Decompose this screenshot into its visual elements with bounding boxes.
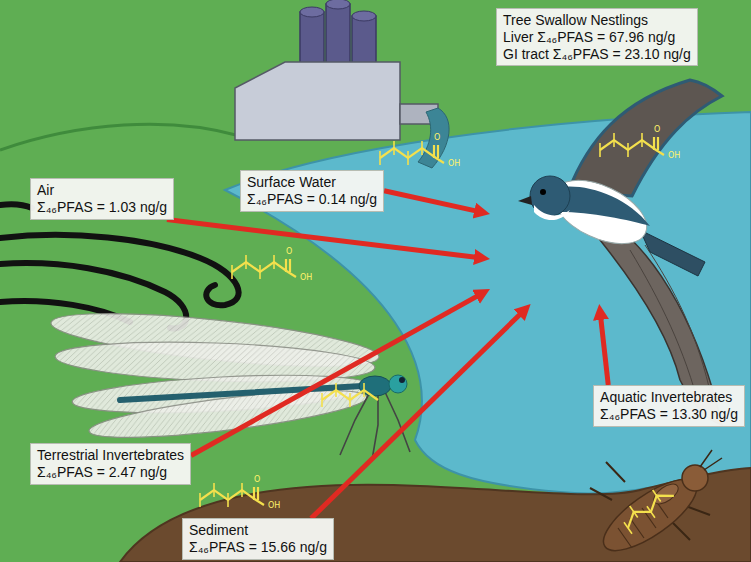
factory-building: [235, 62, 400, 140]
tank-top: [326, 0, 350, 9]
molecule-bonds: [380, 145, 444, 163]
eye: [540, 189, 546, 195]
tree-swallow: [518, 80, 722, 425]
upper-wing: [568, 80, 722, 196]
source-box: Surface WaterΣ₄₆PFAS = 0.14 ng/g: [240, 170, 384, 212]
node-value: Σ₄₆PFAS = 13.30 ng/g: [600, 406, 738, 423]
sediment-bed: [120, 468, 751, 562]
node-value: Liver Σ₄₆PFAS = 67.96 ng/g: [503, 29, 691, 46]
fluorine-ticks: [232, 255, 274, 279]
node-value: Σ₄₆PFAS = 15.66 ng/g: [189, 539, 327, 556]
chemical-label: OH: [668, 151, 680, 161]
node-title: Air: [37, 182, 167, 199]
pfas-molecule: [200, 483, 264, 507]
node-value: Σ₄₆PFAS = 0.14 ng/g: [247, 191, 377, 208]
node-title: Terrestrial Invertebrates: [37, 447, 184, 464]
label-card: Tree Swallow NestlingsLiver Σ₄₆PFAS = 67…: [496, 8, 698, 66]
node-value: Σ₄₆PFAS = 1.03 ng/g: [37, 199, 167, 216]
source-box: Terrestrial InvertebratesΣ₄₆PFAS = 2.47 …: [30, 443, 191, 485]
node-title: Surface Water: [247, 174, 377, 191]
chemical-label: O: [254, 475, 260, 485]
chemical-label: OH: [448, 159, 460, 169]
source-box: Aquatic InvertebratesΣ₄₆PFAS = 13.30 ng/…: [593, 385, 745, 427]
beak: [518, 196, 532, 205]
tail: [640, 230, 705, 276]
tank-top: [352, 11, 376, 21]
tank-top: [300, 7, 324, 17]
larva-head: [682, 465, 708, 491]
molecule-bonds: [200, 487, 264, 505]
molecule-bonds: [232, 259, 296, 277]
pfas-molecule: [322, 383, 378, 407]
flow-arrow: [384, 191, 480, 212]
fluorine-ticks: [618, 490, 666, 534]
factory: [235, 0, 449, 168]
source-box: SedimentΣ₄₆PFAS = 15.66 ng/g: [182, 518, 334, 560]
flow-arrow: [191, 294, 481, 456]
chemical-label: OH: [268, 501, 280, 511]
effluent-stream: [418, 108, 449, 168]
pfas-molecule: [380, 141, 444, 165]
storage-tank: [326, 4, 350, 70]
node-title: Aquatic Invertebrates: [600, 389, 738, 406]
head: [389, 375, 407, 393]
fluorine-ticks: [600, 133, 642, 157]
hill-contour: [0, 124, 240, 150]
pfas-molecule: [618, 482, 678, 534]
throat: [534, 205, 570, 220]
flow-arrow: [311, 311, 523, 518]
aquatic-larva: [590, 450, 722, 562]
chemical-label: OH: [300, 273, 312, 283]
subject-region: Tree Swallow NestlingsLiver Σ₄₆PFAS = 67…: [490, 4, 744, 304]
chemical-label: O: [434, 133, 440, 143]
pfas-molecule: [232, 255, 296, 279]
node-title: Tree Swallow Nestlings: [503, 12, 691, 29]
pfas-molecule: [600, 133, 664, 157]
node-title: Sediment: [189, 522, 327, 539]
antennae: [700, 450, 722, 470]
eye: [399, 377, 405, 383]
larva-segments: [618, 498, 668, 548]
fluorine-ticks: [200, 483, 242, 507]
fluorine-ticks: [322, 383, 364, 407]
node-value: Σ₄₆PFAS = 2.47 ng/g: [37, 464, 184, 481]
wind-swirl: [0, 235, 239, 305]
river: [225, 112, 751, 493]
chemical-label: O: [286, 247, 292, 257]
fluorine-ticks: [380, 141, 422, 165]
source-box: AirΣ₄₆PFAS = 1.03 ng/g: [30, 178, 174, 220]
flow-arrow: [167, 220, 480, 258]
chemical-label: O: [654, 125, 660, 135]
molecule-bonds: [600, 137, 664, 155]
wind-swirl: [0, 204, 32, 208]
node-value: GI tract Σ₄₆PFAS = 23.10 ng/g: [503, 46, 691, 63]
flow-arrow: [600, 314, 608, 385]
